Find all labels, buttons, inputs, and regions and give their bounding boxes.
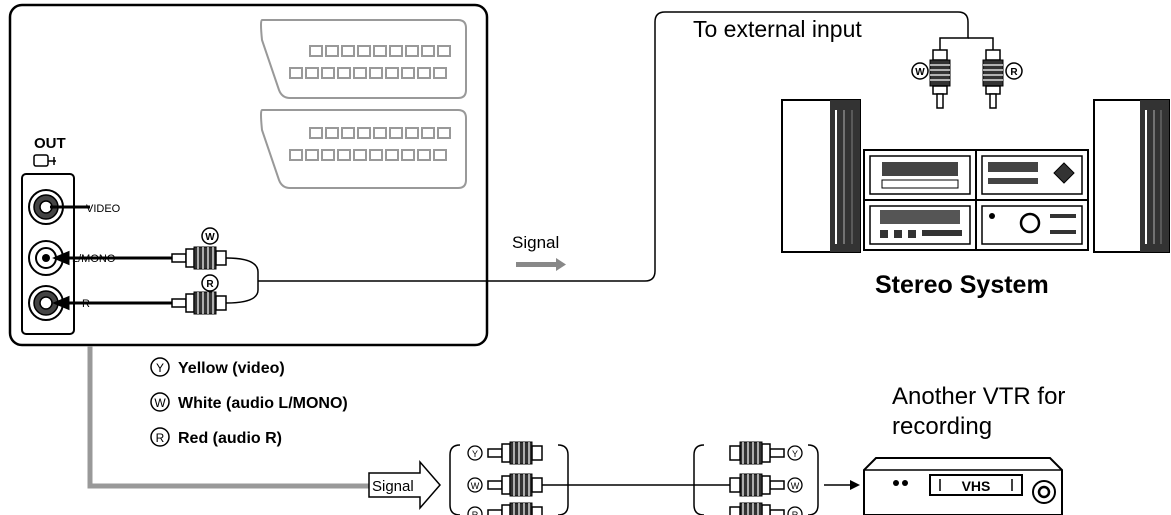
- bundle-right-bracket-r: [807, 444, 819, 515]
- vtr-device: [863, 457, 1063, 515]
- bundle-right-bracket-l: [693, 444, 705, 515]
- signal-label-vtr: Signal: [372, 478, 414, 495]
- tv-back-panel: [8, 3, 489, 347]
- stereo-white-badge: W: [911, 62, 929, 80]
- scart-connector-bottom: [260, 109, 467, 189]
- stereo-white-plug[interactable]: [929, 49, 951, 109]
- bundle-left-red-badge: R: [467, 506, 483, 515]
- stereo-red-letter: R: [1010, 67, 1018, 78]
- bundle-left-white-plug[interactable]: [487, 473, 543, 497]
- out-label: OUT: [34, 135, 66, 152]
- white-plug-letter: W: [205, 232, 215, 243]
- white-plug-badge: W: [201, 227, 219, 245]
- vtr-caption-line2: recording: [892, 413, 992, 440]
- output-icon: [33, 154, 56, 167]
- vtr-input-arrow: [824, 480, 860, 490]
- external-input-label: To external input: [693, 16, 862, 42]
- speaker-right: [1093, 99, 1170, 253]
- stereo-white-letter: W: [915, 67, 925, 78]
- legend-text-yellow: Yellow (video): [178, 360, 285, 377]
- red-plug-badge: R: [201, 274, 219, 292]
- vtr-tape-label: VHS: [962, 478, 991, 494]
- stereo-main-unit: [863, 149, 1089, 251]
- legend-letter-white: W: [154, 396, 166, 410]
- bundle-left-yellow-plug[interactable]: [487, 441, 543, 465]
- stereo-system-caption: Stereo System: [875, 271, 1049, 299]
- legend-text-red: Red (audio R): [178, 430, 282, 447]
- bundle-left-yellow-letter: Y: [472, 449, 478, 459]
- bundle-right-red-letter: R: [792, 510, 799, 515]
- bundle-right-yellow-letter: Y: [792, 449, 798, 459]
- legend-item-white: W White (audio L/MONO): [150, 392, 348, 412]
- bundle-left-bracket-r: [557, 444, 569, 515]
- bundle-left-white-badge: W: [467, 477, 483, 493]
- legend-letter-red: R: [156, 431, 165, 445]
- stereo-input-cable: [939, 32, 994, 50]
- jack-video-label: VIDEO: [86, 203, 121, 215]
- legend-letter-yellow: Y: [156, 361, 164, 375]
- bundle-right-white-badge: W: [787, 477, 803, 493]
- stereo-red-badge: R: [1005, 62, 1023, 80]
- video-signal-path: [87, 346, 372, 489]
- signal-arrow-stereo: [516, 258, 566, 271]
- bundle-left-white-letter: W: [471, 481, 480, 491]
- legend-item-yellow: Y Yellow (video): [150, 357, 285, 377]
- audio-cable-to-stereo: [258, 11, 969, 282]
- bundle-left-yellow-badge: Y: [467, 445, 483, 461]
- bundle-right-white-plug[interactable]: [730, 474, 784, 496]
- legend: Y Yellow (video) W White (audio L/MONO) …: [150, 357, 348, 447]
- red-plug-letter: R: [206, 279, 214, 290]
- stereo-red-plug[interactable]: [982, 49, 1004, 109]
- vtr-caption-line1: Another VTR for: [892, 383, 1065, 410]
- signal-label-stereo: Signal: [512, 233, 559, 252]
- speaker-left: [781, 99, 861, 253]
- bundle-right-red-plug[interactable]: [730, 503, 784, 515]
- bundle-right-red-badge: R: [787, 506, 803, 515]
- jack-audio-r[interactable]: [28, 285, 64, 321]
- audio-cable-arrows: [52, 250, 172, 311]
- legend-text-white: White (audio L/MONO): [178, 395, 348, 412]
- signal-arrow-vtr: Signal: [368, 459, 441, 511]
- bundle-left-bracket-l: [449, 444, 461, 515]
- legend-item-red: R Red (audio R): [150, 427, 282, 447]
- scart-connector-top: [260, 19, 467, 99]
- bundle-left-red-letter: R: [472, 510, 479, 515]
- bundle-left-red-plug[interactable]: [487, 502, 543, 515]
- bundle-right-yellow-badge: Y: [787, 445, 803, 461]
- bundle-right-white-letter: W: [791, 481, 800, 491]
- bundle-right-yellow-plug[interactable]: [730, 442, 784, 464]
